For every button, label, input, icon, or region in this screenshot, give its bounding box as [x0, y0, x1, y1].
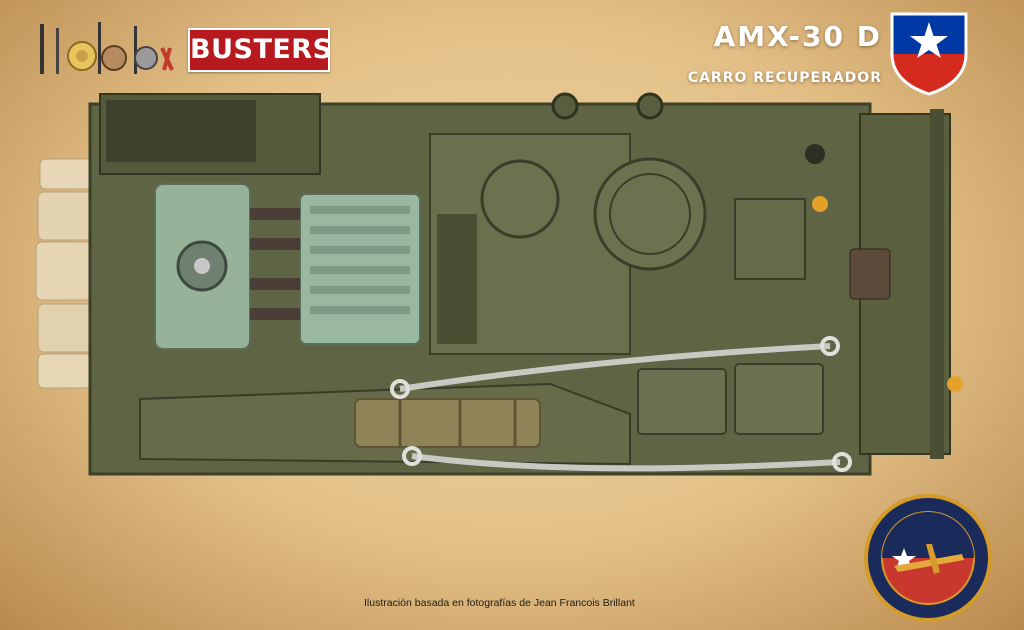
- chile-flag-shield-icon: [890, 12, 968, 96]
- page-subtitle: CARRO RECUPERADOR: [687, 70, 882, 86]
- brand-label: BUSTERS: [188, 28, 332, 72]
- page-title: AMX-30 D: [713, 20, 882, 53]
- stone-blocks: [35, 158, 99, 389]
- solomaquetas-anniversary-seal-icon: [864, 494, 992, 622]
- engine-block: [154, 183, 421, 350]
- illustration-credit: Ilustración basada en fotografías de Jea…: [364, 597, 635, 609]
- amx30d-top-view-illustration: [35, 92, 963, 476]
- hobby-tools-icon: [40, 22, 174, 74]
- hobby-busters-logo: BUSTERS: [34, 18, 334, 78]
